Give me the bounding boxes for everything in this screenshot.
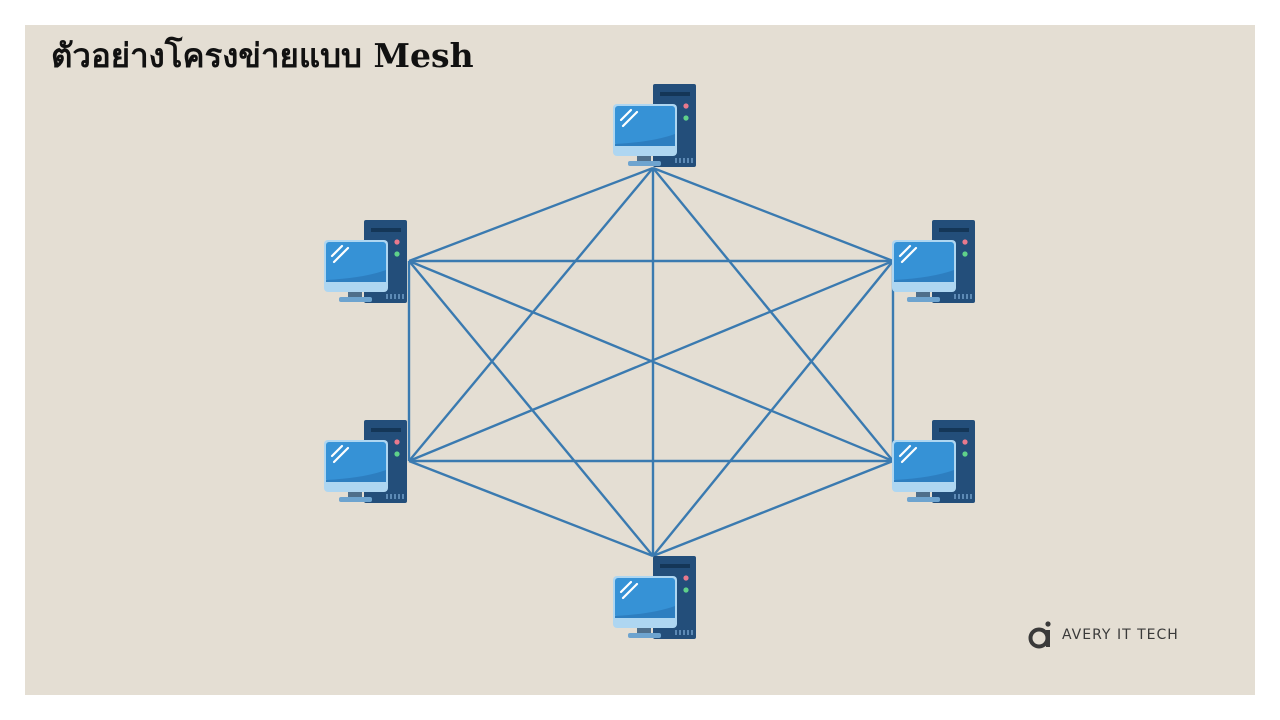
link-lower-right-bottom [652, 459, 894, 558]
link-lower-left-bottom [408, 459, 654, 558]
desktop-computer-icon [890, 418, 977, 505]
link-top-upper-left [408, 166, 654, 263]
link-upper-right-bottom [652, 260, 894, 557]
node-upper-left [322, 218, 409, 305]
desktop-computer-icon [322, 418, 409, 505]
node-top [611, 82, 698, 169]
ai-logo-icon [1028, 621, 1051, 649]
link-top-upper-right [652, 166, 894, 263]
desktop-computer-icon [611, 82, 698, 169]
desktop-computer-icon [890, 218, 977, 305]
brand-logo: AVERY IT TECH [1028, 620, 1179, 650]
node-lower-left [322, 418, 409, 505]
link-upper-left-bottom [408, 260, 654, 557]
node-upper-right [890, 218, 977, 305]
brand-name: AVERY IT TECH [1062, 627, 1179, 643]
link-top-lower-left [408, 167, 654, 462]
link-upper-right-lower-left [408, 259, 894, 463]
link-top-lower-right [652, 167, 894, 462]
node-bottom [611, 554, 698, 641]
mesh-links [407, 166, 895, 558]
desktop-computer-icon [322, 218, 409, 305]
desktop-computer-icon [611, 554, 698, 641]
node-lower-right [890, 418, 977, 505]
slide-title: ตัวอย่างโครงข่ายแบบ Mesh [51, 36, 474, 75]
